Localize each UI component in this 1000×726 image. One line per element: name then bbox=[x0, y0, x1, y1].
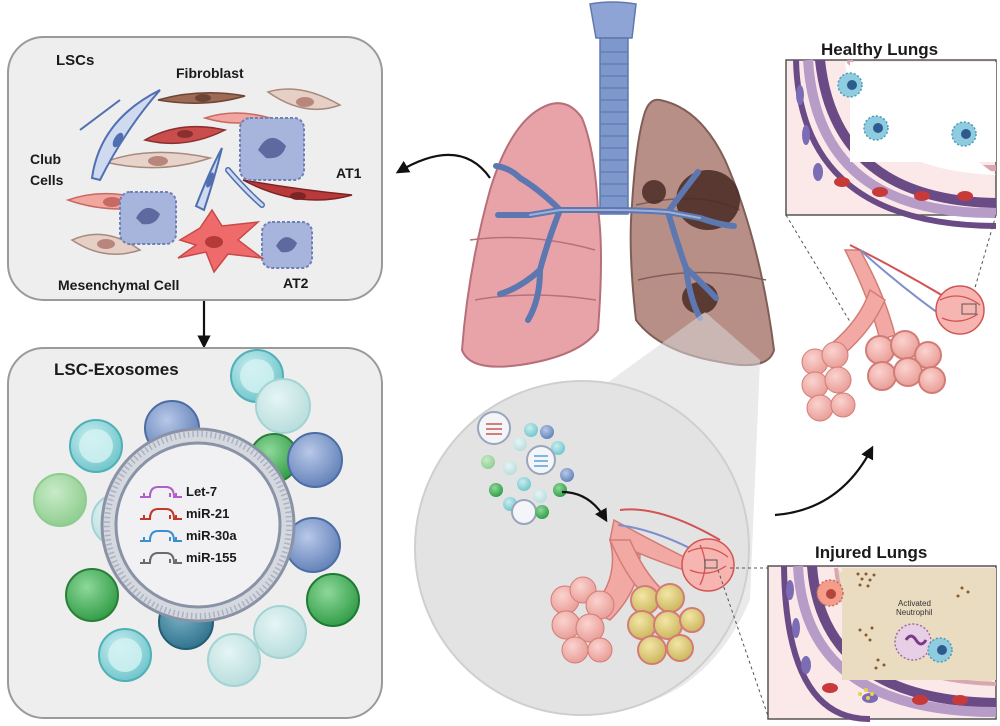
exosome-particle bbox=[65, 568, 119, 622]
exosomes-panel bbox=[7, 347, 383, 719]
mir155-hairpin-icon bbox=[140, 552, 182, 564]
exosome-particle bbox=[255, 378, 311, 434]
exosome-particle bbox=[253, 605, 307, 659]
exosome-particle bbox=[33, 473, 87, 527]
healthy-lungs-title: Healthy Lungs bbox=[821, 40, 939, 59]
lung-lesion bbox=[642, 180, 666, 204]
arrow-exosomes-to-alveoli bbox=[561, 490, 608, 523]
mirna-hairpins bbox=[140, 486, 182, 564]
lscs-title: LSCs bbox=[56, 52, 95, 69]
exosome-particle bbox=[98, 628, 152, 682]
immune-cell bbox=[837, 72, 863, 98]
debris bbox=[856, 572, 970, 670]
mirna-mir30a-label: miR-30a bbox=[186, 528, 237, 543]
immune-cell bbox=[863, 115, 889, 141]
treatment-zoom-circle bbox=[414, 380, 750, 716]
exosomes-title: LSC-Exosomes bbox=[54, 360, 179, 379]
mirna-mir21-label: miR-21 bbox=[186, 506, 230, 521]
injured-lungs-title: Injured Lungs bbox=[815, 543, 928, 562]
exosome-particle bbox=[69, 419, 123, 473]
mesenchymal-spindle bbox=[242, 179, 353, 201]
at2-cell bbox=[119, 191, 177, 245]
arrow-lungs-to-lscs bbox=[395, 153, 491, 179]
injured-lungs-inset bbox=[717, 565, 997, 723]
at2-cell bbox=[261, 221, 313, 269]
macrophage-cell bbox=[816, 579, 844, 607]
immune-cell bbox=[951, 121, 977, 147]
exosome-bilayer bbox=[100, 427, 296, 623]
alveolar-sac bbox=[550, 576, 615, 664]
neutrophil-cell bbox=[894, 623, 932, 661]
alveolar-sac-injured bbox=[627, 583, 705, 665]
left-lung bbox=[460, 102, 602, 368]
exosome-particle bbox=[287, 432, 343, 488]
mirna-mir155-label: miR-155 bbox=[186, 550, 237, 565]
arrow-to-healthy bbox=[774, 445, 874, 517]
club-cell bbox=[226, 168, 264, 207]
mesenchymal-cell-label: Mesenchymal Cell bbox=[58, 277, 180, 293]
exosome-cluster bbox=[477, 411, 574, 525]
activated-neutrophil-label-line2: Neutrophil bbox=[896, 608, 933, 617]
club-cells-label-line2: Cells bbox=[30, 172, 64, 188]
mirna-let7-label: Let-7 bbox=[186, 484, 218, 499]
capillary-network bbox=[681, 538, 735, 592]
at2-cell bbox=[239, 117, 305, 181]
activated-neutrophil-label-line1: Activated bbox=[898, 599, 931, 608]
fibroblast-label: Fibroblast bbox=[176, 65, 244, 81]
mir30a-hairpin-icon bbox=[140, 530, 182, 542]
club-cells-label-line1: Club bbox=[30, 151, 62, 167]
mir21-hairpin-icon bbox=[140, 508, 182, 520]
immune-cell bbox=[927, 637, 953, 663]
lungs-illustration bbox=[460, 1, 776, 368]
club-cell bbox=[90, 89, 161, 182]
at1-label: AT1 bbox=[336, 165, 362, 181]
exosome-particle bbox=[207, 633, 261, 687]
club-cell bbox=[79, 99, 121, 131]
healthy-lungs-inset bbox=[785, 59, 997, 331]
trachea bbox=[589, 1, 637, 215]
lscs-panel bbox=[7, 36, 383, 301]
at2-label: AT2 bbox=[283, 275, 309, 291]
let7-hairpin-icon bbox=[140, 486, 182, 498]
healthy-alveoli bbox=[801, 244, 985, 422]
exosome-particle bbox=[306, 573, 360, 627]
